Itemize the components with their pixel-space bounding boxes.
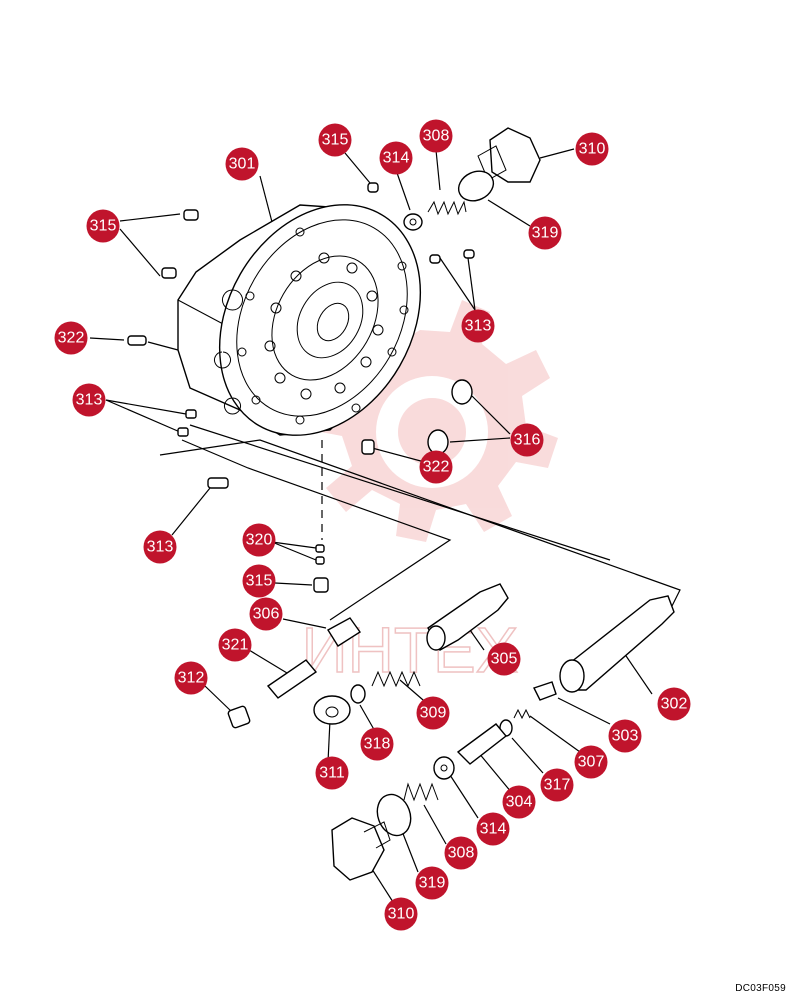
callout-label: 316: [510, 423, 544, 457]
callout-label: 315: [318, 123, 352, 157]
svg-text:322: 322: [58, 330, 85, 347]
callout-label: 322: [54, 321, 88, 355]
svg-text:314: 314: [480, 821, 507, 838]
callout-label: 318: [360, 727, 394, 761]
svg-text:309: 309: [420, 705, 447, 722]
svg-text:301: 301: [229, 156, 256, 173]
svg-text:316: 316: [514, 432, 541, 449]
svg-text:313: 313: [147, 539, 174, 556]
callout-label: 303: [608, 719, 642, 753]
watermark-text: ИНТЕХ: [302, 614, 519, 686]
callout-label: 302: [657, 687, 691, 721]
callout-label: 315: [242, 564, 276, 598]
svg-text:306: 306: [253, 606, 280, 623]
svg-text:315: 315: [90, 218, 117, 235]
svg-text:313: 313: [76, 392, 103, 409]
svg-text:319: 319: [419, 875, 446, 892]
callout-label: 320: [242, 523, 276, 557]
svg-text:318: 318: [364, 736, 391, 753]
callout-label: 309: [416, 696, 450, 730]
callout-label: 313: [72, 383, 106, 417]
callout-label: 308: [444, 836, 478, 870]
svg-text:311: 311: [319, 765, 345, 782]
callout-label: 308: [419, 119, 453, 153]
svg-text:308: 308: [448, 845, 475, 862]
callout-label: 310: [384, 897, 418, 931]
svg-text:314: 314: [383, 150, 410, 167]
callout-label: 317: [540, 768, 574, 802]
svg-text:322: 322: [423, 459, 450, 476]
callout-label: 322: [419, 450, 453, 484]
callout-label: 313: [143, 530, 177, 564]
svg-text:312: 312: [178, 670, 205, 687]
svg-text:302: 302: [661, 696, 688, 713]
svg-text:315: 315: [246, 573, 273, 590]
svg-text:305: 305: [491, 651, 518, 668]
svg-text:317: 317: [544, 777, 571, 794]
callout-label: 312: [174, 661, 208, 695]
callout-label: 321: [218, 628, 252, 662]
svg-text:310: 310: [388, 906, 415, 923]
callout-label: 314: [476, 812, 510, 846]
callout-label: 319: [528, 216, 562, 250]
drawing-code: DC03F059: [735, 983, 786, 994]
callout-label: 310: [575, 132, 609, 166]
callout-label: 304: [502, 785, 536, 819]
svg-text:313: 313: [465, 318, 492, 335]
callout-label: 306: [249, 597, 283, 631]
svg-text:307: 307: [578, 754, 605, 771]
svg-text:308: 308: [423, 128, 450, 145]
svg-text:320: 320: [246, 532, 273, 549]
callout-label: 315: [86, 209, 120, 243]
svg-text:315: 315: [322, 132, 349, 149]
callout-label: 305: [487, 642, 521, 676]
callout-label: 319: [415, 866, 449, 900]
callout-label: 307: [574, 745, 608, 779]
svg-text:303: 303: [612, 728, 639, 745]
callout-label: 313: [461, 309, 495, 343]
svg-text:304: 304: [506, 794, 533, 811]
callout-label: 314: [379, 141, 413, 175]
svg-text:310: 310: [579, 141, 606, 158]
housing-part-301: [177, 204, 422, 436]
small-parts: [127, 127, 675, 881]
svg-text:321: 321: [222, 637, 249, 654]
svg-text:319: 319: [532, 225, 559, 242]
callout-label: 301: [225, 147, 259, 181]
callout-label: 311: [315, 756, 349, 790]
